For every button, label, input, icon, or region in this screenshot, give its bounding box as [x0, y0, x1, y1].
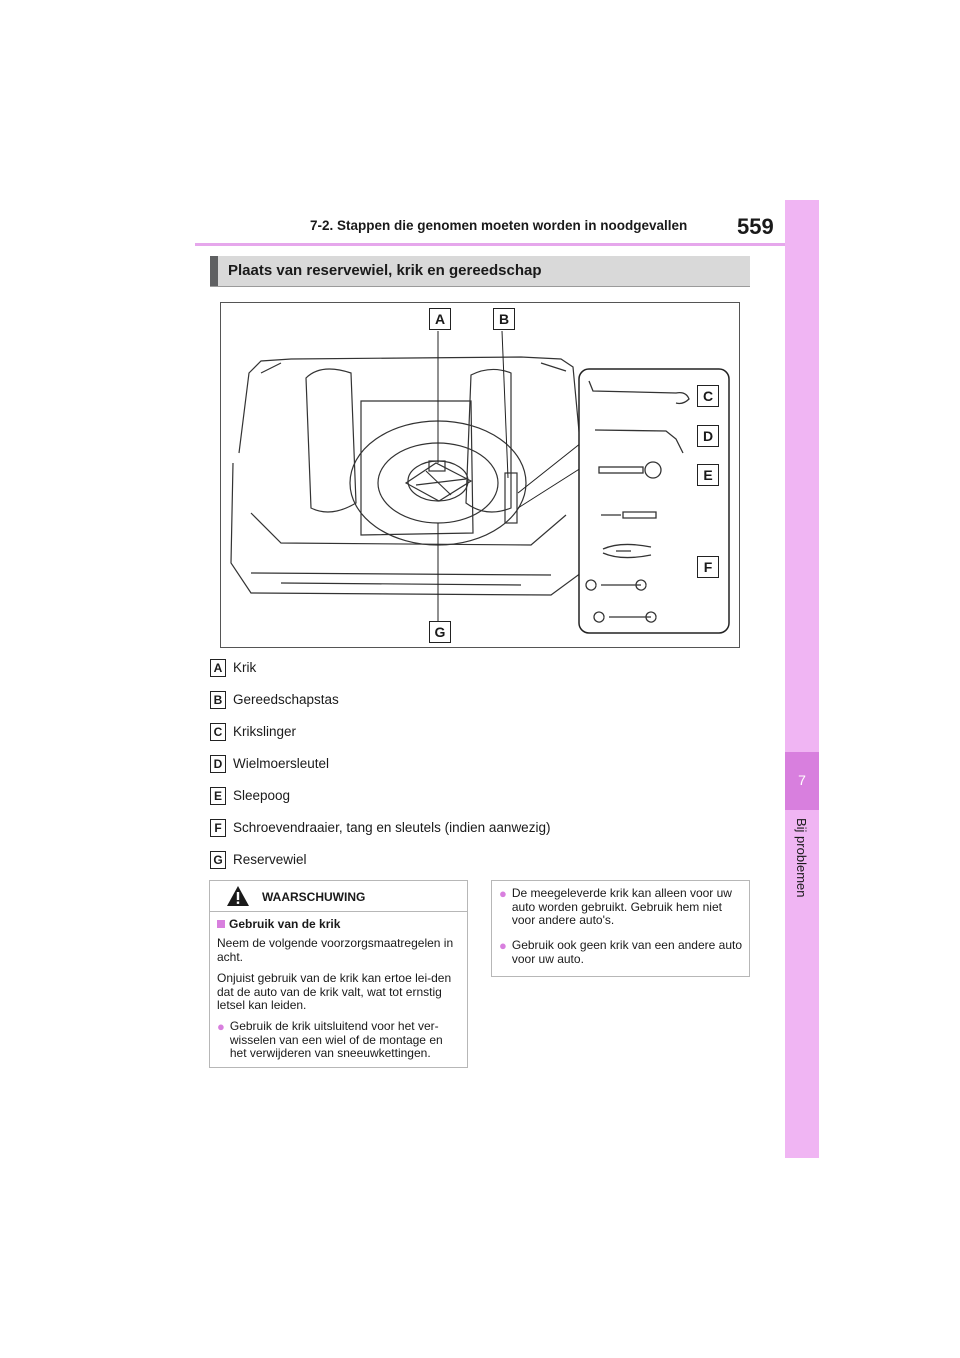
warning-header: WAARSCHUWING — [210, 881, 467, 912]
legend-label: Krikslinger — [233, 724, 297, 739]
warning-paragraph: Onjuist gebruik van de krik kan ertoe le… — [217, 971, 452, 1012]
warning-intro: Neem de volgende voorzorgsmaatregelen in… — [217, 936, 454, 964]
page-number: 559 — [737, 214, 774, 239]
legend-letter: B — [210, 691, 226, 709]
chapter-number: 7 — [798, 772, 806, 788]
legend-label: Reservewiel — [233, 852, 307, 867]
section-heading-text: Plaats van reservewiel, krik en gereedsc… — [228, 262, 542, 279]
square-bullet-icon — [217, 920, 225, 928]
legend-letter: C — [210, 723, 226, 741]
section-heading-bar — [210, 256, 218, 286]
warning-subheading-text: Gebruik van de krik — [229, 917, 341, 931]
header-rule — [195, 243, 785, 246]
callout-f: F — [697, 556, 719, 578]
legend-label: Wielmoersleutel — [233, 756, 330, 771]
callout-d: D — [697, 425, 719, 447]
warning-title: WAARSCHUWING — [262, 890, 366, 904]
section-heading-rule — [210, 286, 750, 287]
warning-bullet-text: De meegeleverde krik kan alleen voor uw … — [511, 886, 732, 927]
legend-letter: A — [210, 659, 226, 677]
warning-bullet: ● Gebruik de krik uitsluitend voor het v… — [217, 1019, 462, 1061]
callout-c: C — [697, 385, 719, 407]
callout-e: E — [697, 464, 719, 486]
legend-label: Sleepoog — [233, 788, 291, 803]
trunk-illustration: A B C D E F G — [220, 302, 740, 648]
legend-letter: E — [210, 787, 226, 805]
bullet-icon: ● — [217, 1019, 225, 1034]
warning-bullet-text: Gebruik ook geen krik van een andere aut… — [511, 938, 743, 966]
header-title: 7-2. Stappen die genomen moeten worden i… — [310, 218, 688, 233]
bullet-icon: ● — [499, 938, 507, 953]
warning-box-continued: ● De meegeleverde krik kan alleen voor u… — [491, 880, 750, 977]
legend-label: Gereedschapstas — [233, 692, 339, 707]
callout-g: G — [429, 621, 451, 643]
legend-letter: G — [210, 851, 226, 869]
bullet-icon: ● — [499, 886, 507, 901]
warning-bullet: ● Gebruik ook geen krik van een andere a… — [499, 938, 744, 966]
trunk-illustration-drawing — [230, 330, 730, 634]
warning-icon — [227, 886, 249, 906]
chapter-side-tab — [785, 200, 819, 1158]
warning-bullet: ● De meegeleverde krik kan alleen voor u… — [499, 886, 744, 928]
legend-letter: D — [210, 755, 226, 773]
warning-bullet-text: Gebruik de krik uitsluitend voor het ver… — [229, 1019, 443, 1060]
section-heading: Plaats van reservewiel, krik en gereedsc… — [210, 256, 750, 286]
warning-box: WAARSCHUWING Gebruik van de krik Neem de… — [209, 880, 468, 1068]
chapter-label: Bij problemen — [794, 818, 809, 898]
chapter-tab-marker — [785, 752, 819, 810]
callout-a: A — [429, 308, 451, 330]
legend-label: Krik — [233, 660, 257, 675]
warning-subheading: Gebruik van de krik — [217, 917, 462, 932]
legend-letter: F — [210, 819, 226, 837]
callout-b: B — [493, 308, 515, 330]
legend-label: Schroevendraaier, tang en sleutels (indi… — [233, 820, 551, 835]
